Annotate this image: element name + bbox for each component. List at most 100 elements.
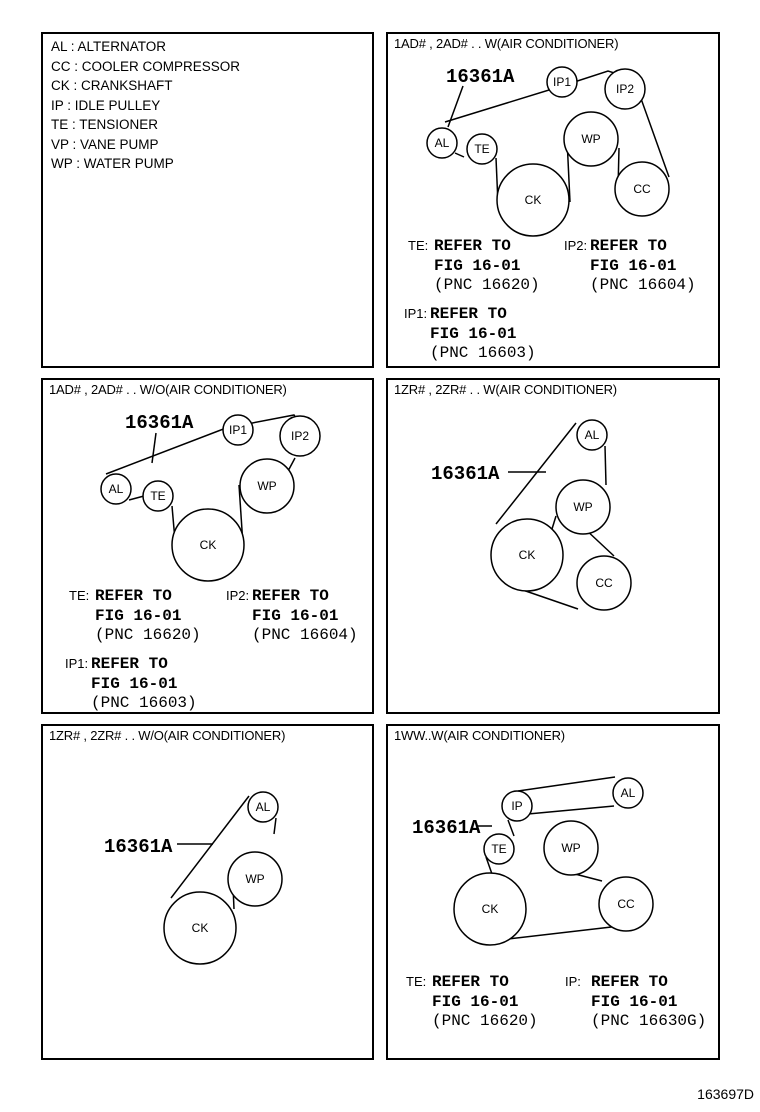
belt-line xyxy=(604,445,607,486)
pulley-al xyxy=(247,791,279,823)
pulley-wp xyxy=(227,851,283,907)
label-ck: CK xyxy=(525,193,542,207)
label-ck: CK xyxy=(519,548,536,562)
ref-ip2: IP2:REFER TO FIG 16-01 (PNC 16604) xyxy=(226,587,358,644)
panel-title: 1AD# , 2AD# . . W/O(AIR CONDITIONER) xyxy=(49,382,287,397)
label-wp: WP xyxy=(257,479,276,493)
belt-diagram: IP AL TE WP CK CC 16361A xyxy=(412,776,654,946)
document-number: 163697D xyxy=(697,1086,754,1102)
legend-item-cc: CC : COOLER COMPRESSOR xyxy=(51,58,241,74)
label-wp: WP xyxy=(581,132,600,146)
ref-te: TE:REFER TO FIG 16-01 (PNC 16620) xyxy=(406,973,538,1030)
pulley-ck xyxy=(453,872,527,946)
pulley-wp xyxy=(563,111,619,167)
panel-title: 1AD# , 2AD# . . W(AIR CONDITIONER) xyxy=(394,36,619,51)
pulley-al xyxy=(612,777,644,809)
panel-title: 1ZR# , 2ZR# . . W/O(AIR CONDITIONER) xyxy=(49,728,286,743)
belt-line xyxy=(517,776,616,792)
pulley-ck xyxy=(490,518,564,592)
label-al: AL xyxy=(109,482,124,496)
label-wp: WP xyxy=(561,841,580,855)
label-al: AL xyxy=(435,136,450,150)
pulley-ip xyxy=(501,790,533,822)
ref-te: TE:REFER TO FIG 16-01 (PNC 16620) xyxy=(69,587,201,644)
label-ck: CK xyxy=(192,921,209,935)
label-al: AL xyxy=(621,786,636,800)
ref-ip1: IP1:REFER TO FIG 16-01 (PNC 16603) xyxy=(65,655,197,712)
pulley-cc xyxy=(614,161,670,217)
pulley-ck xyxy=(171,508,245,582)
pulley-cc xyxy=(576,555,632,611)
belt-line xyxy=(444,70,670,178)
part-number-label: 16361A xyxy=(104,836,173,858)
belt-diagram: AL TE CK WP IP1 IP2 16361A xyxy=(100,412,321,582)
leader-line xyxy=(151,432,157,464)
panel-1zr-2zr-without-ac: 1ZR# , 2ZR# . . W/O(AIR CONDITIONER) AL … xyxy=(41,724,374,1060)
label-ck: CK xyxy=(482,902,499,916)
label-ck: CK xyxy=(200,538,217,552)
label-wp: WP xyxy=(245,872,264,886)
label-ip1: IP1 xyxy=(229,423,247,437)
pulley-al xyxy=(426,127,458,159)
pulley-al xyxy=(576,419,608,451)
belt-line xyxy=(454,152,465,158)
belt-line xyxy=(485,856,493,875)
ref-ip1: IP1:REFER TO FIG 16-01 (PNC 16603) xyxy=(404,305,536,362)
pulley-ip1 xyxy=(222,414,254,446)
label-cc: CC xyxy=(633,182,651,196)
pulley-ip1 xyxy=(546,66,578,98)
label-ip: IP xyxy=(511,799,522,813)
belt-line xyxy=(574,873,603,882)
label-al: AL xyxy=(585,428,600,442)
part-number-label: 16361A xyxy=(412,817,481,839)
pulley-te xyxy=(466,133,498,165)
label-te: TE xyxy=(150,489,165,503)
panel-1zr-2zr-with-ac: 1ZR# , 2ZR# . . W(AIR CONDITIONER) AL WP… xyxy=(386,378,720,714)
label-te: TE xyxy=(491,842,506,856)
legend-panel: AL : ALTERNATOR CC : COOLER COMPRESSOR C… xyxy=(41,32,374,368)
pulley-ck xyxy=(163,891,237,965)
label-al: AL xyxy=(256,800,271,814)
pulley-cc xyxy=(598,876,654,932)
label-cc: CC xyxy=(595,576,613,590)
legend-item-te: TE : TENSIONER xyxy=(51,117,159,132)
legend-item-ip: IP : IDLE PULLEY xyxy=(51,97,161,113)
legend-item-al: AL : ALTERNATOR xyxy=(51,39,167,54)
label-cc: CC xyxy=(617,897,635,911)
panel-1ad-2ad-without-ac: 1AD# , 2AD# . . W/O(AIR CONDITIONER) AL … xyxy=(41,378,374,714)
panel-1ww-with-ac: 1WW..W(AIR CONDITIONER) IP AL TE WP CK C… xyxy=(386,724,720,1060)
belt-diagram: AL WP CK CC 16361A xyxy=(431,419,632,611)
belt-line xyxy=(128,495,145,501)
legend-item-ck: CK : CRANKSHAFT xyxy=(51,78,173,93)
legend-item-wp: WP : WATER PUMP xyxy=(51,156,174,171)
legend-list: AL : ALTERNATOR CC : COOLER COMPRESSOR C… xyxy=(51,37,240,174)
part-number-label: 16361A xyxy=(446,66,515,88)
label-te: TE xyxy=(474,142,489,156)
panel-1ad-2ad-with-ac: 1AD# , 2AD# . . W(AIR CONDITIONER) AL TE… xyxy=(386,32,720,368)
belt-line xyxy=(527,805,615,815)
legend-item-vp: VP : VANE PUMP xyxy=(51,136,159,152)
panel-title: 1ZR# , 2ZR# . . W(AIR CONDITIONER) xyxy=(394,382,617,397)
pulley-te xyxy=(142,480,174,512)
belt-line xyxy=(495,422,577,525)
ref-ip2: IP2:REFER TO FIG 16-01 (PNC 16604) xyxy=(564,237,696,294)
belt-diagram: AL WP CK 16361A xyxy=(104,791,283,965)
belt-line xyxy=(490,925,621,942)
panel-title: 1WW..W(AIR CONDITIONER) xyxy=(394,728,565,743)
ref-ip: IP:REFER TO FIG 16-01 (PNC 16630G) xyxy=(565,973,707,1030)
ref-te: TE:REFER TO FIG 16-01 (PNC 16620) xyxy=(408,237,540,294)
belt-line xyxy=(273,817,277,835)
pulley-ip2 xyxy=(604,68,646,110)
label-ip2: IP2 xyxy=(616,82,634,96)
pulley-te xyxy=(483,833,515,865)
part-number-label: 16361A xyxy=(125,412,194,434)
pulley-ck xyxy=(496,163,570,237)
pulley-wp xyxy=(555,479,611,535)
pulley-wp xyxy=(543,820,599,876)
pulley-ip2 xyxy=(279,415,321,457)
pulley-al xyxy=(100,473,132,505)
label-wp: WP xyxy=(573,500,592,514)
belt-line xyxy=(507,819,515,837)
part-number-label: 16361A xyxy=(431,463,500,485)
belt-line xyxy=(170,795,250,899)
